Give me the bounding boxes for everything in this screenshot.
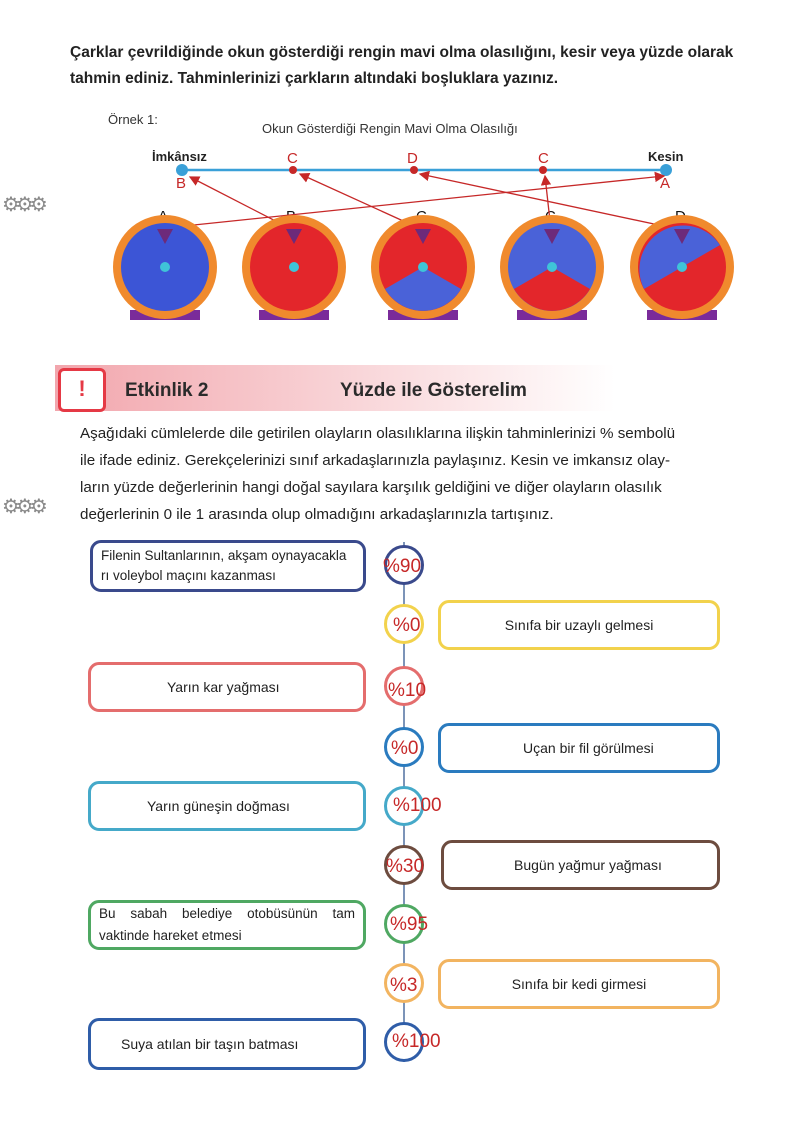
percent-circle [384,1022,424,1062]
paragraph-line: ile ifade ediniz. Gerekçelerinizi sınıf … [80,452,671,469]
spinner-wheel [242,215,346,320]
activity-paragraph: Aşağıdaki cümlelerde dile getirilen olay… [80,420,730,528]
paragraph-line: değerlerinin 0 ile 1 arasında olup olmad… [80,506,554,523]
spinner-wheel [630,215,734,320]
percent-circle [384,963,424,1003]
event-box: Sınıfa bir uzaylı gelmesi [438,600,720,650]
event-box: Sınıfa bir kedi girmesi [438,959,720,1009]
percent-circle [384,545,424,585]
scale-right-end: Kesin [648,149,684,164]
spinner-wheel [113,215,217,320]
event-box: Yarın kar yağması [88,662,366,712]
percent-answer: %10 [388,680,427,701]
scale-point-label: C [287,150,298,167]
scale-point [410,166,418,174]
scale-title: Okun Gösterdiği Rengin Mavi Olma Olasılı… [262,121,518,136]
event-box: Suya atılan bir taşın batması [88,1018,366,1070]
event-box: Bu sabah belediye otobüsünün tam vaktind… [88,900,366,950]
scale-point-label: B [176,175,187,192]
scale-point-label: D [407,150,418,167]
scale-point [289,166,297,174]
percent-circle [384,786,424,826]
gear-icon: ⚙⚙⚙ [2,194,48,216]
activity-label: Etkinlik 2 [125,380,209,401]
percent-circle [384,727,424,767]
percent-answer: %3 [390,975,418,996]
event-box: Filenin Sultanlarının, akşam oynayacakla… [90,540,366,592]
paragraph-line: ların yüzde değerlerinin hangi doğal say… [80,479,662,496]
arrow-line [164,171,666,229]
percent-answer: %0 [393,615,421,636]
percent-answer: %30 [386,856,425,877]
percent-answer: %95 [390,914,429,935]
percent-circle [384,666,424,706]
scale-point-label: C [538,150,549,167]
spinner-wheel [500,215,604,320]
percent-answer: %100 [393,795,442,816]
scale-left-end: İmkânsız [152,149,207,164]
percent-circle [384,845,424,885]
arrow-line [418,170,683,231]
probability-scale-figure [113,164,734,320]
scale-point [539,166,547,174]
percent-answer: %0 [391,738,419,759]
gear-icon: ⚙⚙⚙ [2,496,48,518]
event-box: Bugün yağmur yağması [441,840,720,890]
intro-text: Çarklar çevrildiğinde okun gösterdiği re… [70,44,734,87]
event-box: Yarın güneşin doğması [88,781,366,831]
percent-circle [384,904,424,944]
example-label: Örnek 1: [108,112,158,127]
activity-icon: ! [58,368,106,412]
paragraph-line: Aşağıdaki cümlelerde dile getirilen olay… [80,425,676,442]
scale-point [176,164,188,176]
percent-answer: %90 [383,556,422,577]
scale-point [660,164,672,176]
scale-point-label: A [660,175,671,192]
activity-title: Yüzde ile Gösterelim [340,380,527,401]
activity-header-bar [55,365,615,411]
spinner-wheel [371,215,475,320]
event-box: Uçan bir fil görülmesi [438,723,720,773]
percent-answer: %100 [392,1031,441,1052]
percent-circle [384,604,424,644]
